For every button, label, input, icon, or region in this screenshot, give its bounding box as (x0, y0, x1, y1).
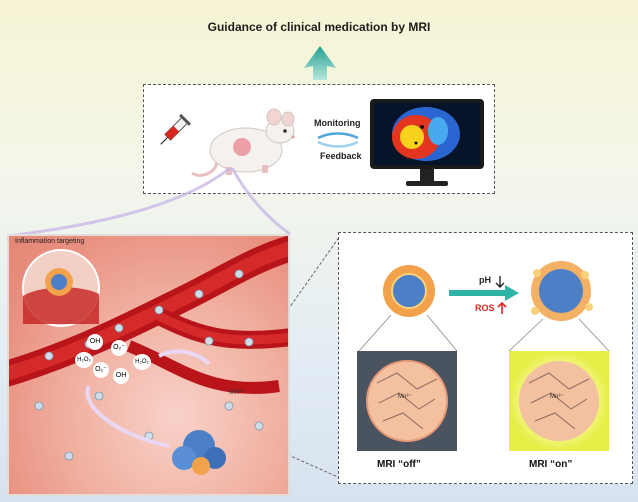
up-arrow-icon (497, 301, 507, 314)
mn-ion-label: Mn²⁺ (398, 394, 412, 400)
ros-label: H₂O₂ (133, 354, 151, 370)
ros-label: H₂O₂ (75, 352, 93, 368)
ph-label: pH (479, 275, 491, 285)
blood-vessels (9, 236, 288, 475)
feedback-label: Feedback (320, 151, 362, 161)
ros-label: OH (87, 334, 103, 350)
monitor-icon (370, 99, 484, 186)
inflammation-tissue-panel: Inflammation targeting OH O₂⁻ H₂O₂ O₂⁻ O… (7, 234, 290, 496)
cycle-arrows-icon (317, 132, 359, 148)
ros-label: ROS (475, 303, 495, 313)
up-arrow-icon (304, 46, 336, 80)
mouse-icon (191, 108, 295, 177)
mri-off-label: MRI “off” (377, 459, 421, 470)
ros-label: OH (113, 368, 129, 384)
monitoring-label: Monitoring (314, 118, 361, 128)
mri-on-label: MRI “on” (529, 459, 573, 470)
ros-label: O₂⁻ (93, 362, 109, 378)
mn-ion-label: Mn²⁺ (550, 394, 564, 400)
down-arrow-icon (495, 276, 505, 288)
monitoring-box: Monitoring Feedback (143, 84, 495, 194)
mn-ion-label: Mn²⁺ (229, 389, 245, 396)
inflammation-targeting-label: Inflammation targeting (15, 238, 85, 245)
syringe-icon (160, 113, 192, 145)
page-title: Guidance of clinical medication by MRI (207, 20, 431, 34)
mri-switch-box: pH ROS Mn²⁺ Mn²⁺ MRI “off” MRI “on” (338, 232, 633, 484)
ros-label: O₂⁻ (111, 340, 127, 356)
mechanism-graphic (357, 261, 610, 451)
